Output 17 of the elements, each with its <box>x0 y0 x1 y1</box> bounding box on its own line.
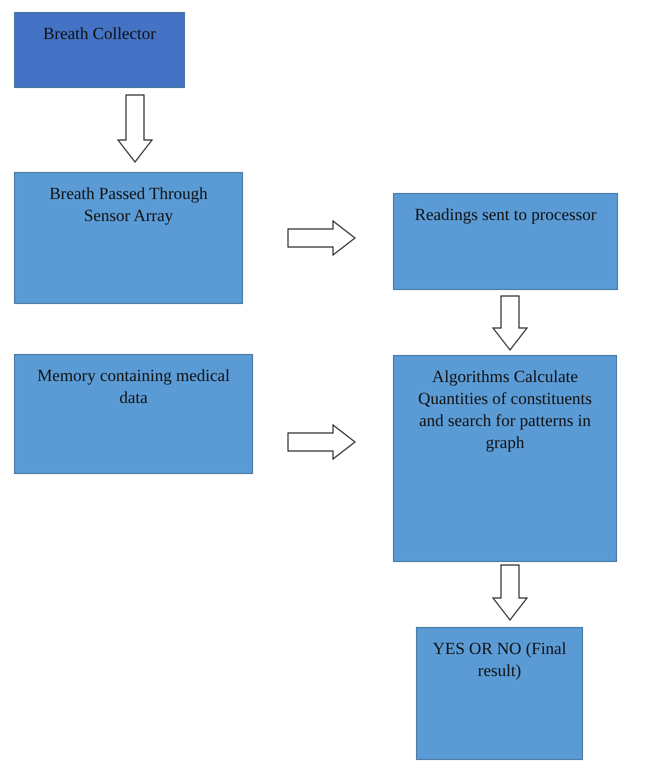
box-text: Breath Collector <box>43 23 156 45</box>
box-text: Readings sent to processor <box>414 204 596 226</box>
block-arrow <box>116 94 154 163</box>
process-box <box>416 627 583 760</box>
process-box <box>393 193 618 290</box>
process-box <box>393 355 617 562</box>
box-text: Breath Passed Through Sensor Array <box>48 183 209 228</box>
box-text: Algorithms Calculate Quantities of constituents and search for patterns in graph <box>417 366 593 454</box>
block-arrow <box>287 424 356 460</box>
box-text: Memory containing medical data <box>36 365 231 410</box>
box-text: YES OR NO (Final result) <box>432 638 568 682</box>
block-arrow <box>492 295 528 351</box>
process-box <box>14 354 253 474</box>
process-box <box>14 172 243 304</box>
block-arrow <box>287 220 356 256</box>
process-box <box>14 12 185 88</box>
block-arrow <box>492 564 528 621</box>
